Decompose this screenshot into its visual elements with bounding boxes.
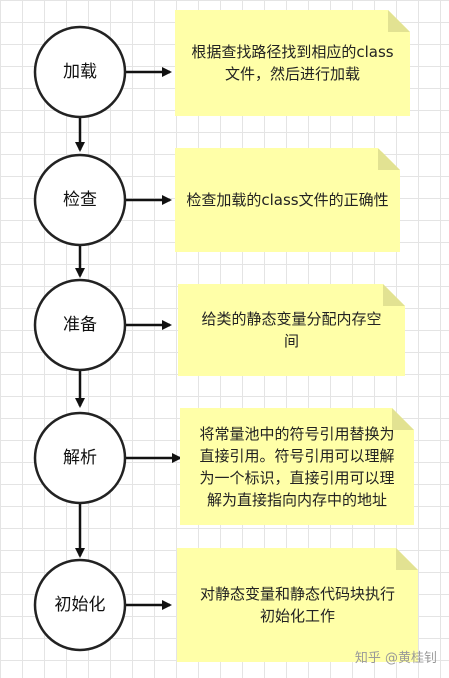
step-label-load: 加载 [63, 62, 97, 82]
note-text-load: 根据查找路径找到相应的class文件，然后进行加载 [191, 43, 394, 83]
note-text-prepare: 给类的静态变量分配内存空间 [201, 310, 382, 350]
note-text-resolve: 将常量池中的符号引用替换为直接引用。符号引用可以理解为一个标识，直接引用可以理解… [199, 424, 395, 509]
step-node-prepare: 准备 [33, 278, 127, 372]
step-label-resolve: 解析 [63, 448, 97, 468]
step-node-check: 检查 [33, 153, 127, 247]
note-resolve: 将常量池中的符号引用替换为直接引用。符号引用可以理解为一个标识，直接引用可以理解… [180, 408, 414, 525]
note-text-initialize: 对静态变量和静态代码块执行初始化工作 [199, 585, 395, 625]
note-prepare: 给类的静态变量分配内存空间 [178, 284, 405, 376]
step-label-check: 检查 [63, 190, 97, 210]
step-label-prepare: 准备 [63, 315, 97, 335]
note-text-check: 检查加载的class文件的正确性 [186, 191, 389, 209]
step-node-resolve: 解析 [33, 411, 127, 505]
note-load: 根据查找路径找到相应的class文件，然后进行加载 [175, 10, 410, 116]
watermark: 知乎 @黄桂钊 [354, 651, 437, 666]
step-node-initialize: 初始化 [33, 558, 127, 652]
note-check: 检查加载的class文件的正确性 [175, 148, 400, 252]
step-node-load: 加载 [33, 25, 127, 119]
step-label-initialize: 初始化 [55, 595, 106, 615]
note-initialize: 对静态变量和静态代码块执行初始化工作 [177, 548, 418, 662]
